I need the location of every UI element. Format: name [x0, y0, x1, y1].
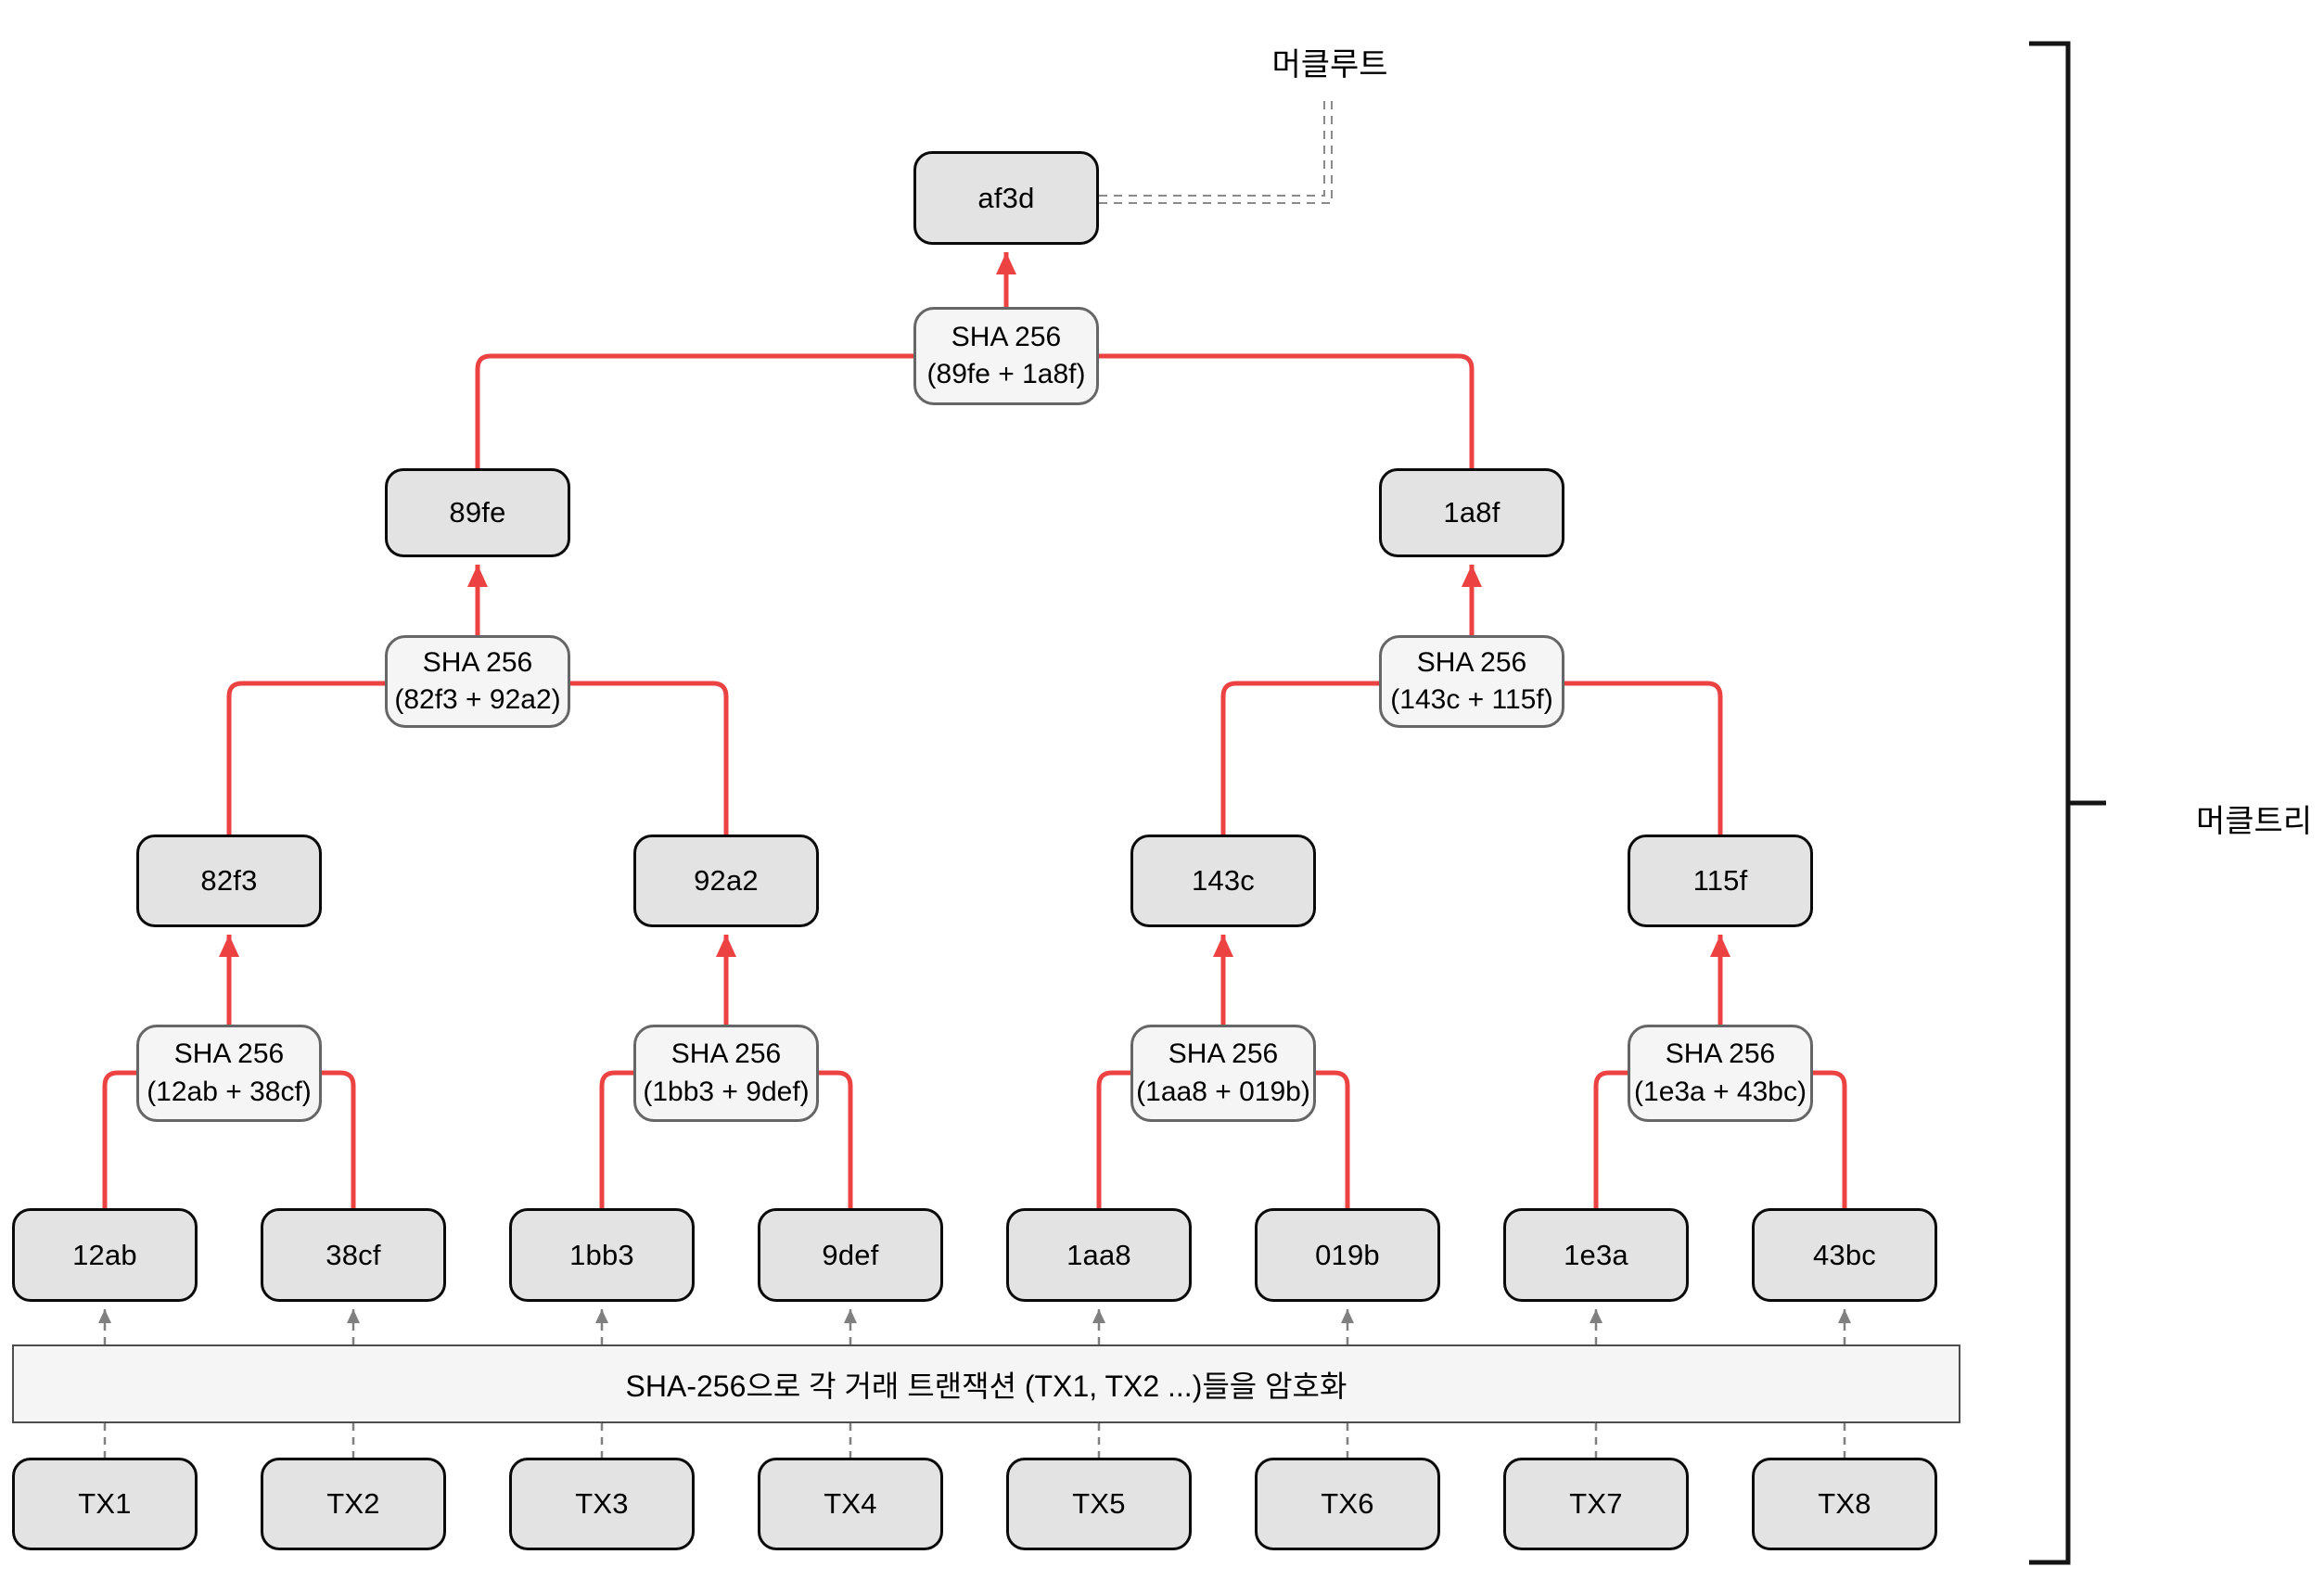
- sha-node-12ab-38cf-line2: (12ab + 38cf): [147, 1076, 312, 1107]
- tx-node-7-label: TX7: [1569, 1487, 1623, 1520]
- elbow-shal1b-9def: [819, 1070, 853, 1208]
- root-pointer-line: [1099, 95, 1333, 204]
- leaf-hash-1e3a-label: 1e3a: [1564, 1238, 1628, 1271]
- tx-node-2-label: TX2: [326, 1487, 380, 1520]
- sha-node-top-line1: SHA 256: [951, 321, 1062, 352]
- elbow-shal1a-38cf: [322, 1070, 356, 1208]
- tx-node-6-label: TX6: [1321, 1487, 1374, 1520]
- merkle-root-label: 머클루트: [1271, 47, 1388, 83]
- sha-node-12ab-38cf: SHA 256 (12ab + 38cf): [136, 1025, 322, 1122]
- tx-node-4: TX4: [758, 1458, 943, 1550]
- sha-node-1aa8-019b: SHA 256 (1aa8 + 019b): [1130, 1025, 1316, 1122]
- tx-node-3: TX3: [509, 1458, 695, 1550]
- leaf-hash-1bb3-label: 1bb3: [569, 1238, 634, 1271]
- tx-node-4-label: TX4: [824, 1487, 877, 1520]
- hash-node-82f3-label: 82f3: [200, 864, 258, 897]
- tx-node-5-label: TX5: [1072, 1487, 1126, 1520]
- hash-node-92a2-label: 92a2: [694, 864, 759, 897]
- tx-node-5: TX5: [1006, 1458, 1192, 1550]
- elbow-shal2b-143c: [1220, 681, 1379, 835]
- hash-node-89fe: 89fe: [385, 468, 570, 557]
- sha-node-1aa8-019b-line1: SHA 256: [1168, 1038, 1279, 1069]
- sha-node-1e3a-43bc-line1: SHA 256: [1665, 1038, 1776, 1069]
- sha-node-1e3a-43bc-line2: (1e3a + 43bc): [1634, 1076, 1807, 1107]
- root-pointer-outer: [1099, 95, 1333, 204]
- leaf-hash-38cf-label: 38cf: [326, 1238, 381, 1271]
- elbow-shal2a-92a2: [570, 681, 729, 835]
- leaf-hash-38cf: 38cf: [261, 1208, 446, 1302]
- red-elbow-connectors: [102, 353, 1847, 1208]
- sha-node-1bb3-9def-line2: (1bb3 + 9def): [643, 1076, 810, 1107]
- elbow-shal1b-1bb3: [599, 1070, 633, 1208]
- root-pointer-inner: [1099, 95, 1325, 197]
- sha-node-143c-115f-line1: SHA 256: [1416, 646, 1527, 678]
- hash-node-143c-label: 143c: [1191, 864, 1256, 897]
- sha-node-82f3-92a2-line2: (82f3 + 92a2): [394, 684, 561, 715]
- tx-node-1: TX1: [12, 1458, 198, 1550]
- elbow-shal1c-1aa8: [1096, 1070, 1130, 1208]
- sha-node-143c-115f-line2: (143c + 115f): [1390, 684, 1553, 715]
- leaf-hash-1aa8: 1aa8: [1006, 1208, 1192, 1302]
- elbow-shatop-89fe: [475, 353, 913, 468]
- leaf-hash-9def: 9def: [758, 1208, 943, 1302]
- sha-node-82f3-92a2: SHA 256 (82f3 + 92a2): [385, 635, 570, 728]
- tx-node-8-label: TX8: [1818, 1487, 1871, 1520]
- merkle-tree-label: 머클트리: [2196, 804, 2313, 839]
- merkle-root-node: af3d: [913, 151, 1099, 245]
- sha-node-1bb3-9def-line1: SHA 256: [670, 1038, 782, 1069]
- sha-node-top: SHA 256 (89fe + 1a8f): [913, 307, 1099, 405]
- elbow-shal2a-82f3: [226, 681, 385, 835]
- sha-node-12ab-38cf-line1: SHA 256: [173, 1038, 285, 1069]
- red-up-arrows: [219, 252, 1730, 1025]
- leaf-hash-9def-label: 9def: [822, 1238, 879, 1271]
- leaf-hash-1e3a: 1e3a: [1503, 1208, 1689, 1302]
- dashed-tx-to-bar-lines: [103, 1423, 1846, 1458]
- sha-node-1e3a-43bc: SHA 256 (1e3a + 43bc): [1628, 1025, 1813, 1122]
- sha-node-143c-115f: SHA 256 (143c + 115f): [1379, 635, 1564, 728]
- tx-node-6: TX6: [1255, 1458, 1440, 1550]
- leaf-hash-1aa8-label: 1aa8: [1066, 1238, 1131, 1271]
- leaf-hash-43bc-label: 43bc: [1812, 1238, 1877, 1271]
- elbow-shatop-1a8f: [1099, 353, 1475, 468]
- hash-node-115f-label: 115f: [1692, 864, 1748, 897]
- sha-node-top-line2: (89fe + 1a8f): [926, 359, 1086, 389]
- bracket-body: [2029, 41, 2071, 1565]
- tx-node-3-label: TX3: [575, 1487, 629, 1520]
- hash-node-82f3: 82f3: [136, 835, 322, 927]
- encrypt-bar-text: SHA-256으로 각 거래 트랜잭션 (TX1, TX2 ...)들을 암호화: [625, 1369, 1347, 1403]
- elbow-shal1d-1e3a: [1593, 1070, 1628, 1208]
- leaf-hash-019b: 019b: [1255, 1208, 1440, 1302]
- elbow-shal2b-115f: [1564, 681, 1723, 835]
- leaf-hash-019b-label: 019b: [1315, 1238, 1380, 1271]
- tx-node-1-label: TX1: [78, 1487, 132, 1520]
- hash-node-115f: 115f: [1628, 835, 1813, 927]
- sha-node-1bb3-9def: SHA 256 (1bb3 + 9def): [633, 1025, 819, 1122]
- encrypt-bar: SHA-256으로 각 거래 트랜잭션 (TX1, TX2 ...)들을 암호화: [12, 1344, 1960, 1423]
- hash-node-92a2: 92a2: [633, 835, 819, 927]
- tx-node-7: TX7: [1503, 1458, 1689, 1550]
- elbow-shal1c-019b: [1316, 1070, 1350, 1208]
- sha-node-1aa8-019b-line2: (1aa8 + 019b): [1136, 1076, 1310, 1107]
- elbow-shal1a-12ab: [102, 1070, 136, 1208]
- leaf-hash-43bc: 43bc: [1752, 1208, 1937, 1302]
- sha-node-82f3-92a2-line1: SHA 256: [422, 646, 533, 678]
- elbow-shal1d-43bc: [1813, 1070, 1847, 1208]
- tree-bracket: [2029, 41, 2106, 1565]
- hash-node-1a8f-label: 1a8f: [1443, 496, 1500, 529]
- tx-node-8: TX8: [1752, 1458, 1937, 1550]
- hash-node-143c: 143c: [1130, 835, 1316, 927]
- leaf-hash-12ab-label: 12ab: [72, 1238, 137, 1271]
- merkle-root-node-label: af3d: [977, 181, 1035, 214]
- leaf-hash-1bb3: 1bb3: [509, 1208, 695, 1302]
- dashed-bar-to-leaf-arrows: [98, 1309, 1851, 1344]
- tx-node-2: TX2: [261, 1458, 446, 1550]
- hash-node-89fe-label: 89fe: [449, 496, 506, 529]
- leaf-hash-12ab: 12ab: [12, 1208, 198, 1302]
- hash-node-1a8f: 1a8f: [1379, 468, 1564, 557]
